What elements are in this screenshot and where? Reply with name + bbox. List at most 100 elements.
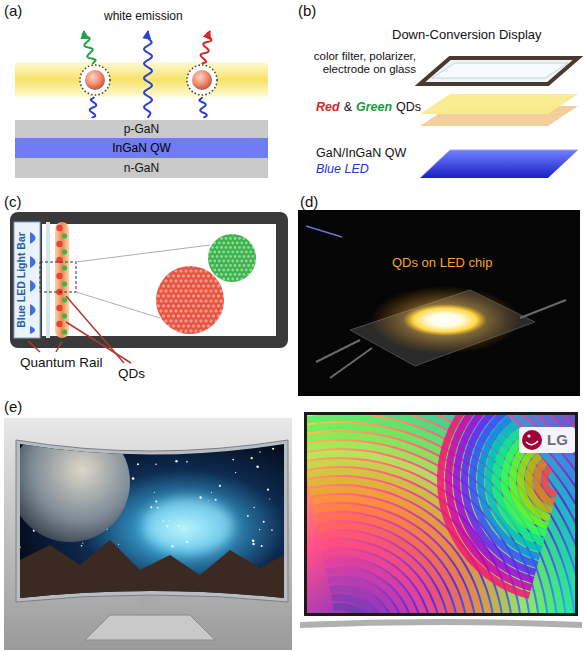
qd-pattern-dot: [177, 284, 180, 287]
qd-pattern-dot: [169, 329, 172, 332]
qd-pattern-dot: [249, 242, 252, 245]
qd-pattern-dot: [227, 278, 230, 281]
qd-pattern-dot: [174, 309, 177, 312]
qd-pattern-dot: [154, 299, 157, 302]
qd-pattern-dot: [187, 314, 190, 317]
panel-b-illustration: [420, 58, 578, 178]
zoom-guide: [76, 292, 160, 318]
green-qd-zoom: [208, 234, 256, 282]
color-word: Red: [316, 100, 340, 114]
qd-pattern-dot: [245, 260, 248, 263]
qd-pattern-dot: [202, 284, 205, 287]
star: [154, 492, 155, 493]
qd-pattern-dot: [159, 269, 162, 272]
star: [251, 457, 253, 459]
green-qd-pattern: [207, 233, 257, 281]
qd-pattern-dot: [179, 309, 182, 312]
qd-pattern-dot: [157, 284, 160, 287]
qd-pattern-dot: [238, 273, 241, 276]
rail-quantum-dot: [62, 281, 67, 286]
qd-pattern-dot: [207, 237, 210, 240]
qd-pattern-dot: [194, 279, 197, 282]
qd-pattern-dot: [234, 273, 237, 276]
qd-pattern-dot: [214, 319, 217, 322]
qd-pattern-dot: [207, 246, 210, 249]
layer-label: QDs: [396, 100, 421, 114]
qd-pattern-dot: [240, 278, 243, 281]
star: [232, 459, 234, 461]
rail-quantum-dot: [62, 249, 67, 254]
qd-pattern-dot: [187, 264, 190, 267]
swirl-stripe: [307, 415, 575, 613]
panel-label: (e): [4, 398, 22, 415]
panel-label: (a): [4, 2, 22, 19]
qd-pattern-dot: [217, 274, 220, 277]
qd-pattern-dot: [214, 279, 217, 282]
part-label: Quantum Rail: [20, 355, 103, 370]
qd-pattern-dot: [254, 278, 257, 281]
layer-label: color filter, polarizer, electrode on gl…: [314, 50, 416, 75]
blue-led-edge: [420, 150, 578, 178]
qd-pattern-dot: [204, 269, 207, 272]
qd-pattern-dot: [218, 278, 221, 281]
qd-pattern-dot: [216, 255, 219, 258]
star: [272, 448, 274, 450]
star: [150, 506, 152, 508]
qd-pattern-dot: [169, 309, 172, 312]
qd-pattern-dot: [179, 319, 182, 322]
qd-pattern-dot: [207, 304, 210, 307]
qd-pattern-dot: [209, 233, 212, 236]
layer-label: &: [344, 100, 352, 114]
qd-pattern-dot: [220, 264, 223, 267]
qd-pattern-dot: [231, 269, 234, 272]
qd-pattern-dot: [199, 289, 202, 292]
qd-pattern-dot: [182, 304, 185, 307]
qd-pattern-dot: [229, 255, 232, 258]
qd-pattern-dot: [231, 278, 234, 281]
qd-pattern-dot: [247, 264, 250, 267]
qd-pattern-dot: [222, 274, 225, 277]
qd-pattern-dot: [202, 264, 205, 267]
qd-pattern-dot: [220, 273, 223, 276]
qd-pattern-dot: [159, 309, 162, 312]
qd-pattern-dot: [222, 304, 225, 307]
qd-pattern-dot: [199, 319, 202, 322]
qd-pattern-dot: [172, 284, 175, 287]
rail-quantum-dot: [62, 313, 67, 318]
panel-title: Down-Conversion Display: [392, 28, 542, 43]
star: [259, 451, 260, 452]
qd-pattern-dot: [197, 284, 200, 287]
qd-pattern-dot: [207, 274, 210, 277]
qd-pattern-dot: [240, 233, 243, 236]
qd-pattern-dot: [249, 260, 252, 263]
qd-pattern-dot: [192, 324, 195, 327]
qd-pattern-dot: [162, 294, 165, 297]
qd-pattern-dot: [245, 269, 248, 272]
qd-pattern-dot: [172, 294, 175, 297]
glass-inner: [432, 63, 568, 78]
qd-pattern-dot: [231, 251, 234, 254]
panel-e-illustration: [4, 306, 585, 652]
qd-pattern-dot: [212, 294, 215, 297]
qd-pattern-dot: [204, 279, 207, 282]
photo-label: QDs on LED chip: [392, 255, 492, 270]
qd-pattern-dot: [172, 264, 175, 267]
swirl-stripe: [307, 415, 575, 613]
qd-pattern-dot: [202, 304, 205, 307]
qd-pattern-dot: [162, 264, 165, 267]
qd-pattern-dot: [189, 329, 192, 332]
qd-pattern-dot: [159, 319, 162, 322]
layer-band: InGaN QW: [15, 138, 268, 158]
panel-title: Down-Conversion Display: [392, 27, 542, 42]
qd-pattern-dot: [159, 299, 162, 302]
qd-pattern-dot: [154, 279, 157, 282]
layer-label: color filter, polarizer, electrode on gl…: [300, 50, 416, 76]
panel-label: (a): [4, 2, 22, 19]
blue-led-layer: [420, 150, 578, 178]
logo-patch: [519, 427, 575, 453]
qd-pattern-dot: [252, 264, 255, 267]
qd-pattern-dot: [245, 233, 248, 236]
qd-pattern-dot: [154, 329, 157, 332]
qd-pattern-dot: [162, 284, 165, 287]
